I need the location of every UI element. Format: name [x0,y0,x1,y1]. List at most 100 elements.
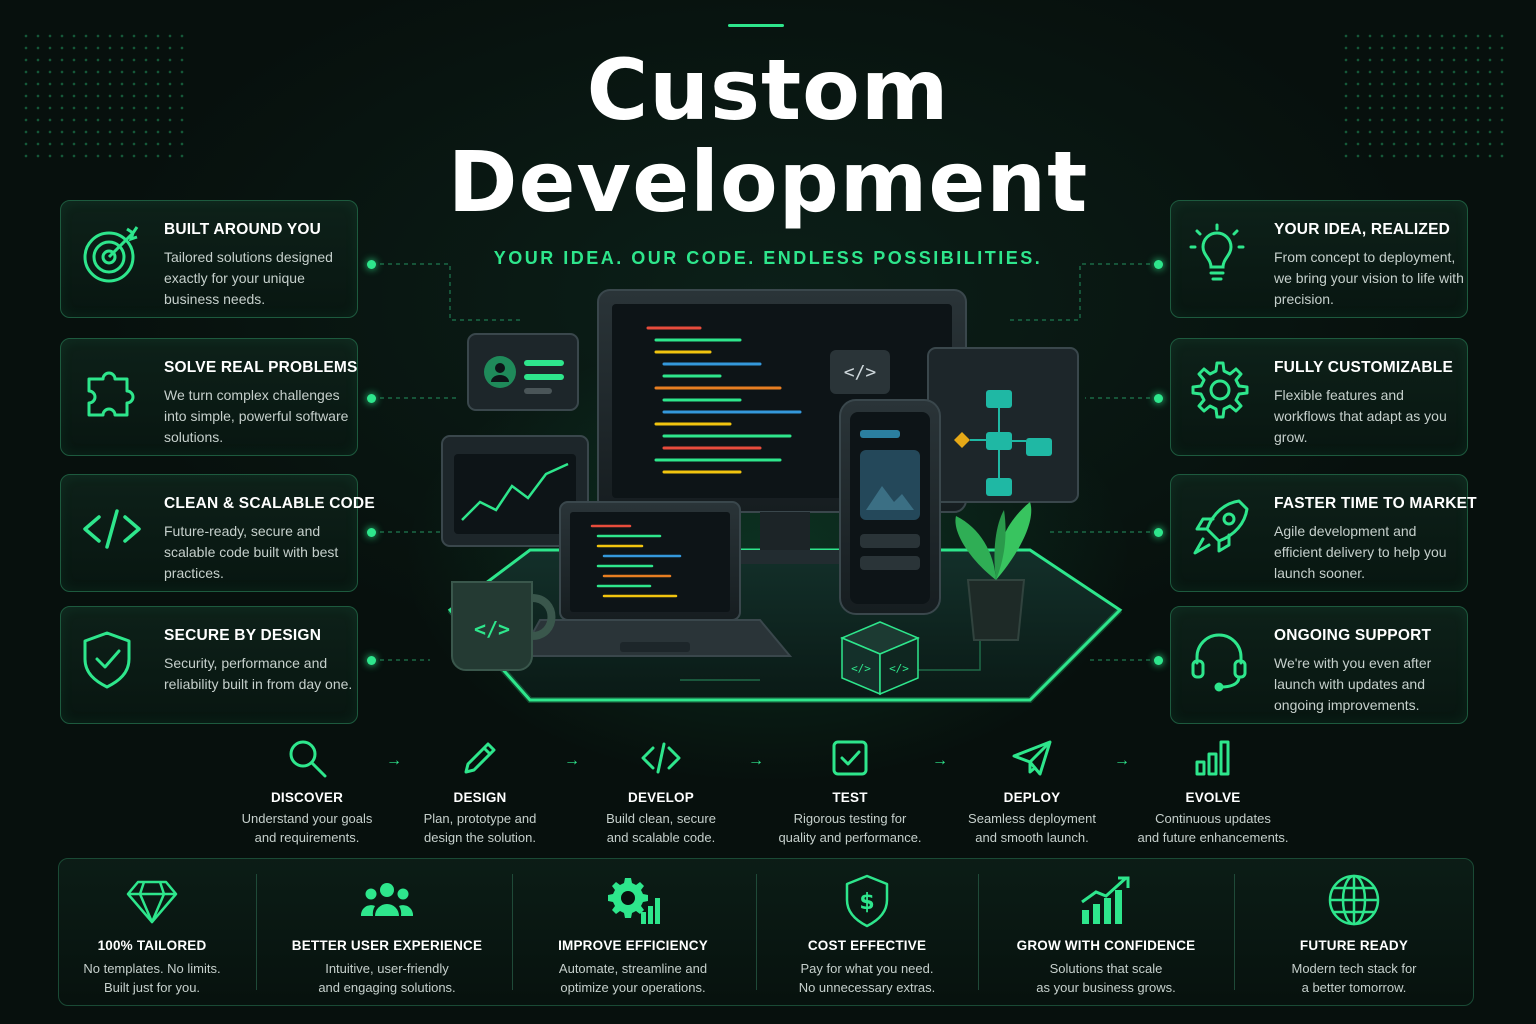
benefit-title: GROW WITH CONFIDENCE [1016,938,1196,953]
step-title: DISCOVER [270,790,344,805]
feature-title: FASTER TIME TO MARKET [1274,495,1477,512]
feature-card-your-idea-realized: YOUR IDEA, REALIZED From concept to depl… [1170,200,1468,318]
divider [1234,874,1235,990]
arrow-icon: → [932,752,948,769]
arrow-icon: → [1114,752,1130,769]
benefit-efficiency: IMPROVE EFFICIENCY Automate, streamline … [532,872,734,997]
shield-check-icon [83,631,131,689]
tagline: YOUR IDEA. OUR CODE. ENDLESS POSSIBILITI… [493,248,1043,268]
step-title: EVOLVE [1185,790,1241,805]
users-icon [360,883,414,916]
benefit-desc: No templates. No limits.Built just for y… [83,961,221,995]
feature-desc: Tailored solutions designed exactly for … [164,249,333,307]
puzzle-icon [87,371,135,417]
gear-icon [1191,361,1249,419]
benefit-title: IMPROVE EFFICIENCY [558,938,708,953]
dot-pattern-left [20,30,190,160]
divider [756,874,757,990]
target-icon [83,226,139,283]
feature-title: YOUR IDEA, REALIZED [1274,221,1451,238]
checkbox-icon [832,740,868,776]
feature-card-secure-by-design: SECURE BY DESIGN Security, performance a… [60,606,358,724]
feature-title: SECURE BY DESIGN [164,627,322,644]
step-title: TEST [832,790,868,805]
benefit-grow-with-confidence: GROW WITH CONFIDENCE Solutions that scal… [998,872,1214,997]
shield-dollar-icon: $ [845,874,889,928]
feature-desc: Future-ready, secure and scalable code b… [164,523,339,581]
lightbulb-icon [1189,223,1245,281]
step-title: DEPLOY [1003,790,1061,805]
benefit-title: 100% TAILORED [97,938,207,953]
connector-dot [1154,394,1163,403]
feature-desc: We're with you even after launch with up… [1274,655,1432,713]
feature-desc: Flexible features and workflows that ada… [1274,387,1447,445]
connector-dot [1154,260,1163,269]
svg-text:</>: </> [844,362,877,383]
dot-pattern-right [1340,30,1510,160]
feature-card-solve-real-problems: SOLVE REAL PROBLEMS We turn complex chal… [60,338,358,456]
paper-plane-icon [1012,740,1052,776]
diamond-icon [126,880,178,924]
divider [978,874,979,990]
arrow-icon: → [386,752,402,769]
feature-title: FULLY CUSTOMIZABLE [1274,359,1453,376]
svg-text:</>: </> [474,617,510,641]
divider [256,874,257,990]
connector-dot [1154,528,1163,537]
feature-title: ONGOING SUPPORT [1274,627,1432,644]
benefit-desc: Pay for what you need.No unnecessary ext… [798,961,936,995]
laptop [518,501,793,657]
feature-card-ongoing-support: ONGOING SUPPORT We're with you even afte… [1170,606,1468,724]
code-icon [641,742,681,774]
feature-desc: From concept to deployment, we bring you… [1274,249,1464,307]
connector-dot [367,528,376,537]
feature-card-built-around-you: BUILT AROUND YOU Tailored solutions desi… [60,200,358,318]
pencil-icon [464,742,496,774]
connector-dot [367,394,376,403]
svg-text:</>: </> [851,662,871,675]
title-line-2: Development [447,133,1089,231]
search-icon [289,740,327,778]
feature-desc: Security, performance and reliability bu… [164,655,353,692]
devices-illustration: </> [441,289,1123,703]
benefit-cost-effective: $ COST EFFECTIVE Pay for what you need.N… [772,872,962,997]
bar-chart-icon [1195,740,1230,776]
growth-chart-icon [1081,876,1130,924]
svg-text:$: $ [859,890,874,915]
rocket-icon [1193,499,1249,555]
benefit-title: FUTURE READY [1299,938,1409,953]
code-icon [83,509,141,549]
flow-panel [927,347,1079,503]
gear-chart-icon [608,878,660,924]
feature-desc: Agile development and efficient delivery… [1274,523,1447,581]
phone [839,399,941,615]
feature-card-fully-customizable: FULLY CUSTOMIZABLE Flexible features and… [1170,338,1468,456]
arrow-icon: → [748,752,764,769]
mug: </> [451,581,556,671]
feature-title: SOLVE REAL PROBLEMS [164,359,358,376]
feature-card-clean-scalable-code: CLEAN & SCALABLE CODE Future-ready, secu… [60,474,375,592]
benefit-tailored: 100% TAILORED No templates. No limits.Bu… [62,872,242,997]
benefit-title: BETTER USER EXPERIENCE [291,938,483,953]
divider [512,874,513,990]
step-title: DEVELOP [628,790,694,805]
arrow-icon: → [564,752,580,769]
feature-title: CLEAN & SCALABLE CODE [164,495,375,512]
plant [955,502,1032,641]
connector-dot [367,656,376,665]
feature-desc: We turn complex challenges into simple, … [164,387,349,445]
